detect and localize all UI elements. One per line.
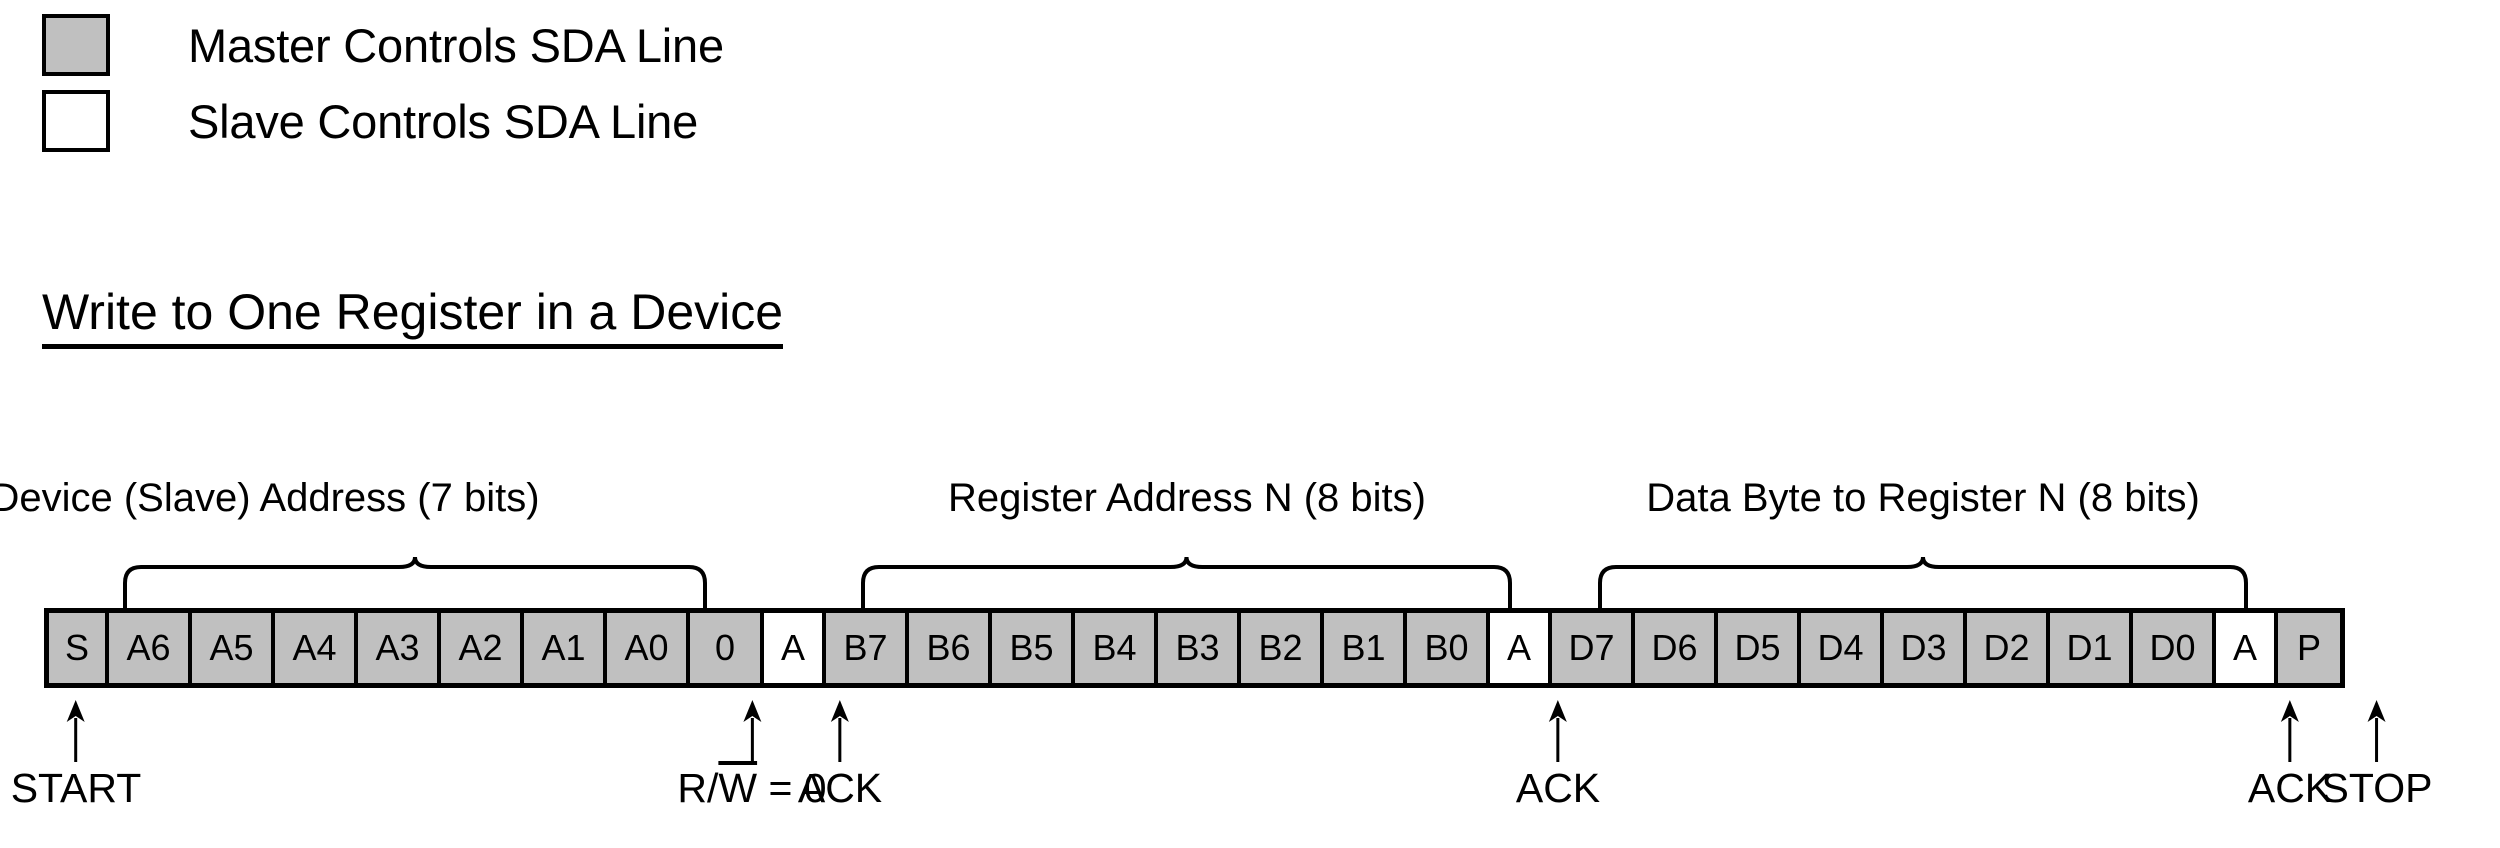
bit-cell-ack3: A (2216, 613, 2278, 683)
bit-cell-d1: D1 (2050, 613, 2133, 683)
bit-cell-d6: D6 (1635, 613, 1718, 683)
group-label-data-byte: Data Byte to Register N (8 bits) (1646, 476, 2200, 520)
transaction-frame: S A6 A5 A4 A3 A2 A1 A0 0 A B7 B6 B5 B4 B3 B2 B1 B0 A D7 D6 D5… (44, 608, 2345, 688)
bit-cell-d3: D3 (1884, 613, 1967, 683)
legend-label-slave: Slave Controls SDA Line (188, 94, 699, 148)
bit-cell-a3: A3 (358, 613, 441, 683)
bit-cell-label: 0 (714, 627, 736, 668)
bit-cell-label: D2 (1983, 627, 2030, 668)
marker-rw: R/W = 0 (677, 700, 827, 811)
bit-cell-label: D6 (1651, 627, 1698, 668)
group-label-device-address: Device (Slave) Address (7 bits) (0, 476, 540, 520)
marker-ack3: ACK (2248, 700, 2332, 809)
bit-cell-b0: B0 (1407, 613, 1490, 683)
bit-cell-rw: 0 (690, 613, 764, 683)
up-arrow-icon (2281, 700, 2299, 762)
bit-cell-label: D5 (1734, 627, 1781, 668)
up-arrow-icon (66, 700, 85, 762)
brace-device-address (123, 553, 707, 617)
bit-cell-d4: D4 (1801, 613, 1884, 683)
legend-swatch-master (42, 14, 110, 76)
bit-cell-label: A2 (458, 627, 503, 668)
bit-cell-label: A1 (541, 627, 586, 668)
bit-cell-label: A3 (375, 627, 420, 668)
bit-cell-label: B4 (1092, 627, 1137, 668)
marker-ack1: ACK (798, 700, 882, 809)
bit-cell-label: A4 (292, 627, 337, 668)
bit-cell-ack1: A (764, 613, 826, 683)
bit-cell-b6: B6 (909, 613, 992, 683)
bit-cell-a5: A5 (192, 613, 275, 683)
marker-label-ack1: ACK (797, 765, 883, 811)
bit-cell-label: P (2296, 627, 2321, 668)
marker-ack2: ACK (1516, 700, 1600, 809)
bit-cell-label: A6 (126, 627, 171, 668)
bit-cell-a1: A1 (524, 613, 607, 683)
up-arrow-icon (831, 700, 849, 762)
bit-cell-a4: A4 (275, 613, 358, 683)
marker-stop: STOP (2321, 700, 2433, 811)
bit-cell-label: D0 (2149, 627, 2196, 668)
bit-cell-d2: D2 (1967, 613, 2050, 683)
bit-cell-b1: B1 (1324, 613, 1407, 683)
bit-cell-label: S (64, 627, 89, 668)
bit-cell-label: B5 (1009, 627, 1054, 668)
brace-register-address (861, 553, 1512, 617)
bit-cell-label: B6 (926, 627, 971, 668)
bit-cell-a2: A2 (441, 613, 524, 683)
group-label-register-address: Register Address N (8 bits) (948, 476, 1426, 520)
bit-cell-label: D3 (1900, 627, 1947, 668)
legend-label-master: Master Controls SDA Line (188, 18, 724, 72)
bit-cell-label: D1 (2066, 627, 2113, 668)
bit-cell-a0: A0 (607, 613, 690, 683)
bit-cell-label: A (780, 627, 805, 668)
marker-label-ack2: ACK (1515, 765, 1601, 811)
marker-label-ack3: ACK (2247, 765, 2333, 811)
bit-cell-label: A0 (624, 627, 669, 668)
bit-cell-label: B3 (1175, 627, 1220, 668)
bit-cell-label: B2 (1258, 627, 1303, 668)
bit-cell-b2: B2 (1241, 613, 1324, 683)
bit-cell-b3: B3 (1158, 613, 1241, 683)
bit-cell-label: A5 (209, 627, 254, 668)
bit-cell-b4: B4 (1075, 613, 1158, 683)
marker-start: START (10, 700, 142, 811)
up-arrow-icon (742, 700, 761, 762)
bit-cell-d5: D5 (1718, 613, 1801, 683)
legend-swatch-slave (42, 90, 110, 152)
legend-row-master: Master Controls SDA Line (42, 14, 724, 76)
bit-cell-label: A (2232, 627, 2257, 668)
bit-cell-a6: A6 (109, 613, 192, 683)
up-arrow-icon (2367, 700, 2386, 762)
bit-cell-d0: D0 (2133, 613, 2216, 683)
bit-cell-b7: B7 (826, 613, 909, 683)
bit-cell-b5: B5 (992, 613, 1075, 683)
bit-cell-d7: D7 (1552, 613, 1635, 683)
bit-cell-stop: P (2278, 613, 2340, 683)
bit-cell-ack2: A (1490, 613, 1552, 683)
bit-cell-label: B0 (1424, 627, 1469, 668)
bit-cell-label: D7 (1568, 627, 1615, 668)
up-arrow-icon (1549, 700, 1567, 762)
bit-cell-start: S (49, 613, 109, 683)
page-title: Write to One Register in a Device (42, 287, 784, 349)
brace-data-byte (1598, 553, 2248, 617)
marker-label-stop: STOP (2321, 765, 2433, 811)
overline-segment: W (718, 765, 758, 811)
bit-cell-label: A (1506, 627, 1531, 668)
bit-cell-label: D4 (1817, 627, 1864, 668)
legend-row-slave: Slave Controls SDA Line (42, 90, 698, 152)
marker-label-rw: R/W = 0 (677, 765, 827, 811)
bit-cell-label: B7 (843, 627, 888, 668)
bit-cell-label: B1 (1341, 627, 1386, 668)
marker-label-start: START (10, 765, 142, 811)
